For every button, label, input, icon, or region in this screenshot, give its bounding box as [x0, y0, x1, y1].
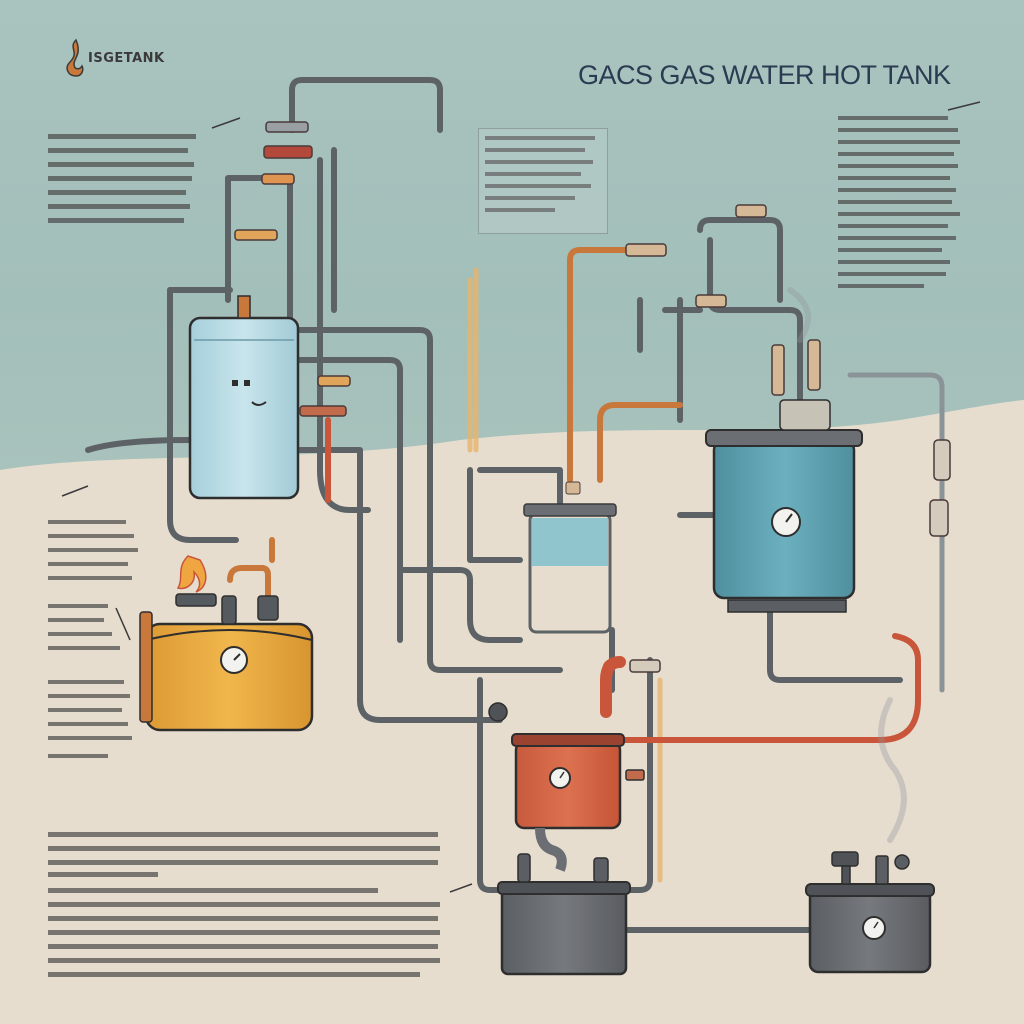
callout-box: [478, 128, 608, 234]
gas-burner-tank: [139, 555, 314, 732]
base-tank-left: [497, 853, 631, 976]
flame-icon: [66, 38, 84, 77]
text-placeholder-left-mid: [48, 520, 138, 758]
callout-pointers: [61, 101, 981, 893]
yellow-pipe: [467, 267, 663, 883]
pressure-gauge-icon: [488, 702, 508, 722]
logo-text: ISGETANK: [88, 50, 165, 66]
face-icon: [232, 380, 267, 406]
valve-icon: [234, 121, 951, 673]
text-placeholder-bottom: [48, 832, 440, 977]
valve-icon: [831, 851, 910, 885]
text-placeholder-callout: [485, 136, 595, 212]
water-tank-left-top: [188, 295, 300, 500]
water-tank-right: [705, 399, 863, 613]
text-placeholder-right: [838, 116, 960, 288]
page-title: GACS GAS WATER HOT TANK: [578, 60, 951, 90]
pressure-gauge-icon: [862, 916, 886, 940]
text-placeholder-left-top: [48, 134, 196, 223]
base-tank-right: [805, 851, 935, 974]
pressure-gauge-icon: [771, 507, 801, 537]
flame-icon: [176, 555, 207, 593]
heater-tank: [511, 656, 645, 872]
water-tank-center: [523, 503, 617, 634]
light-pipes: [847, 372, 945, 693]
logo: ISGETANK: [62, 38, 165, 78]
steam-wisps: [787, 287, 907, 843]
pressure-gauge-icon: [549, 767, 571, 789]
pressure-gauge-icon: [220, 646, 248, 674]
